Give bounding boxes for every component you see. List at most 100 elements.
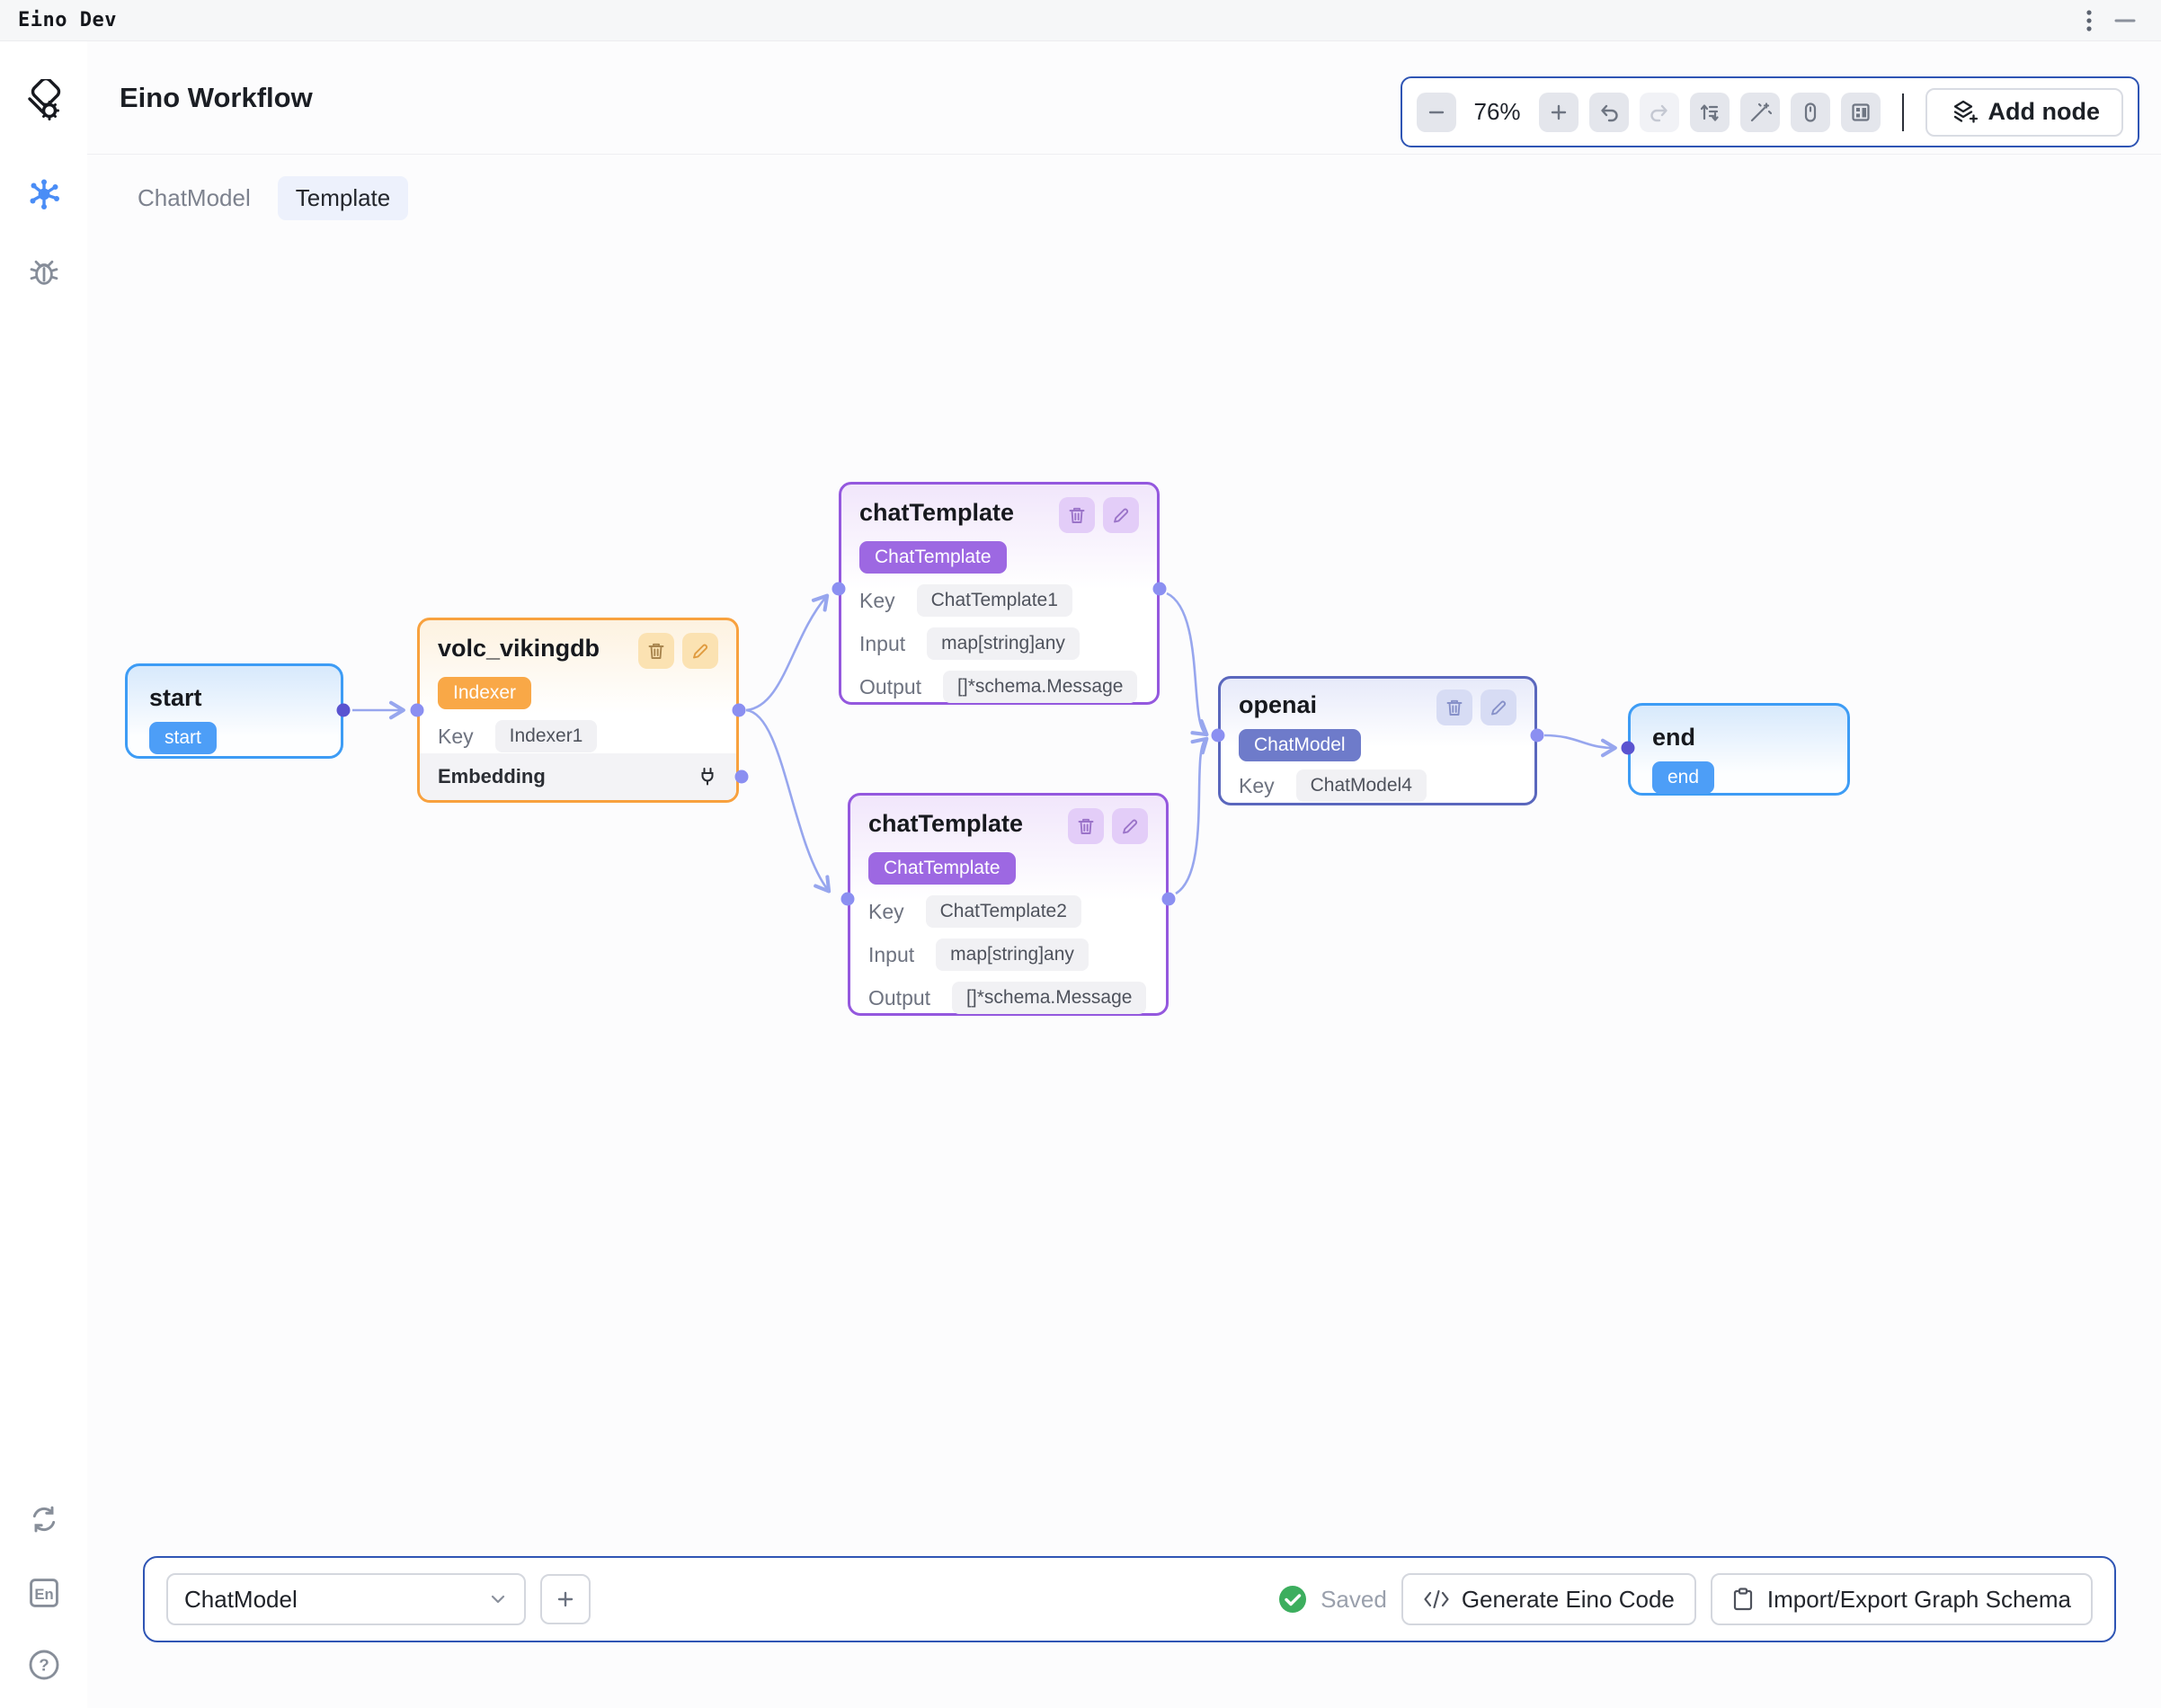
page-title: Eino Workflow	[120, 81, 313, 113]
edge-volc-ct1	[745, 593, 830, 712]
port-end-in[interactable]	[1621, 741, 1635, 755]
edge-ct2-openai	[1175, 736, 1209, 895]
port-volc-in[interactable]	[410, 703, 424, 717]
page-header: Eino Workflow	[87, 41, 2161, 155]
generate-code-label: Generate Eino Code	[1461, 1585, 1675, 1613]
svg-text:En: En	[34, 1586, 53, 1603]
port-ct2-in[interactable]	[840, 892, 855, 906]
delete-node-button[interactable]	[1436, 689, 1472, 725]
field-label: Input	[859, 631, 906, 655]
edit-node-button[interactable]	[1481, 689, 1516, 725]
add-node-layers-icon	[1953, 100, 1978, 123]
check-circle-icon	[1279, 1586, 1307, 1613]
sidebar: En ?	[0, 41, 87, 1708]
port-ct1-in[interactable]	[831, 582, 846, 596]
workflow-canvas[interactable]: start start volc_vikingdb	[87, 41, 2161, 1708]
workflow-graph-icon[interactable]	[26, 176, 62, 212]
field-label: Key	[868, 899, 904, 923]
field-label: Key	[859, 588, 895, 612]
edit-node-button[interactable]	[682, 633, 718, 669]
window-titlebar: Eino Dev	[0, 0, 2161, 41]
mouse-mode-button[interactable]	[1790, 92, 1830, 132]
port-ct1-out[interactable]	[1152, 582, 1167, 596]
port-openai-in[interactable]	[1211, 728, 1225, 743]
port-openai-out[interactable]	[1530, 728, 1544, 743]
toolbar-divider	[1901, 93, 1904, 131]
magic-wand-button[interactable]	[1739, 92, 1780, 132]
port-ct2-out[interactable]	[1161, 892, 1176, 906]
save-status: Saved	[1277, 1584, 1387, 1615]
add-node-button[interactable]: Add node	[1925, 87, 2123, 137]
node-type-select[interactable]: ChatModel	[166, 1573, 526, 1625]
node-type-badge: Indexer	[438, 677, 532, 709]
node-start[interactable]: start start	[125, 663, 343, 759]
node-title: chatTemplate	[868, 810, 1024, 837]
field-label: Input	[868, 942, 915, 966]
add-graph-button[interactable]	[540, 1574, 591, 1624]
node-type-select-value: ChatModel	[184, 1585, 298, 1613]
field-value-chip: ChatModel4	[1295, 769, 1427, 802]
node-type-badge: ChatTemplate	[868, 852, 1016, 885]
field-value-chip: ChatTemplate1	[916, 584, 1072, 617]
language-en-icon[interactable]: En	[26, 1575, 62, 1611]
tab-bar: ChatModel Template	[87, 155, 2161, 220]
node-chattemplate-1[interactable]: chatTemplate ChatTemplate	[839, 482, 1160, 705]
zoom-level: 76%	[1473, 98, 1521, 125]
field-label: Output	[868, 985, 931, 1010]
edge-openai-end	[1543, 734, 1617, 758]
field-value-chip: map[string]any	[927, 627, 1080, 660]
edge-ct1-openai	[1166, 592, 1209, 737]
window-title: Eino Dev	[18, 9, 117, 31]
code-icon	[1424, 1589, 1449, 1609]
field-label: Output	[859, 674, 922, 698]
port-volc-out[interactable]	[732, 703, 746, 717]
port-volc-embedding[interactable]	[734, 769, 749, 784]
auto-layout-button[interactable]	[1689, 92, 1730, 132]
node-title: end	[1652, 724, 1696, 751]
refresh-icon[interactable]	[28, 1503, 60, 1535]
undo-button[interactable]	[1588, 92, 1629, 132]
edit-node-button[interactable]	[1112, 808, 1148, 844]
plug-icon	[701, 768, 714, 786]
delete-node-button[interactable]	[638, 633, 674, 669]
add-node-label: Add node	[1988, 98, 2100, 125]
delete-node-button[interactable]	[1059, 497, 1095, 533]
node-title: openai	[1239, 691, 1318, 718]
field-label: Key	[438, 724, 474, 748]
debug-bug-icon[interactable]	[27, 255, 61, 289]
generate-code-button[interactable]: Generate Eino Code	[1401, 1573, 1696, 1625]
import-export-label: Import/Export Graph Schema	[1766, 1585, 2071, 1613]
help-icon[interactable]: ?	[26, 1647, 62, 1683]
node-title: volc_vikingdb	[438, 635, 600, 662]
node-type-badge: ChatTemplate	[859, 541, 1007, 574]
redo-button[interactable]	[1639, 92, 1679, 132]
field-value-chip: map[string]any	[936, 939, 1089, 971]
node-chattemplate-2[interactable]: chatTemplate ChatTemplate	[848, 793, 1169, 1016]
minimap-button[interactable]	[1840, 92, 1881, 132]
embedding-slot[interactable]: Embedding	[420, 753, 736, 800]
tab-chatmodel[interactable]: ChatModel	[138, 184, 251, 211]
clipboard-icon	[1733, 1588, 1752, 1611]
save-status-label: Saved	[1321, 1585, 1387, 1613]
import-export-button[interactable]: Import/Export Graph Schema	[1710, 1573, 2093, 1625]
edge-volc-ct2	[745, 708, 831, 894]
node-volc-vikingdb[interactable]: volc_vikingdb Indexer Key	[417, 618, 739, 803]
zoom-out-button[interactable]	[1416, 92, 1456, 132]
minimize-icon[interactable]	[2107, 6, 2143, 35]
node-type-badge: ChatModel	[1239, 729, 1361, 761]
node-end[interactable]: end end	[1628, 703, 1850, 796]
zoom-in-button[interactable]	[1538, 92, 1579, 132]
edit-node-button[interactable]	[1103, 497, 1139, 533]
kebab-menu-icon[interactable]	[2071, 6, 2107, 35]
svg-text:?: ?	[39, 1657, 49, 1676]
node-openai[interactable]: openai ChatModel Key	[1218, 676, 1537, 805]
bottom-action-bar: ChatModel Saved Generate Eino Code	[143, 1556, 2116, 1642]
tab-template[interactable]: Template	[277, 176, 409, 220]
node-title: start	[149, 684, 202, 711]
field-label: Key	[1239, 773, 1275, 797]
port-start-out[interactable]	[336, 703, 351, 717]
delete-node-button[interactable]	[1068, 808, 1104, 844]
canvas-toolbar: 76%	[1400, 76, 2139, 147]
field-value-chip: Indexer1	[494, 720, 598, 752]
node-title: chatTemplate	[859, 499, 1015, 526]
